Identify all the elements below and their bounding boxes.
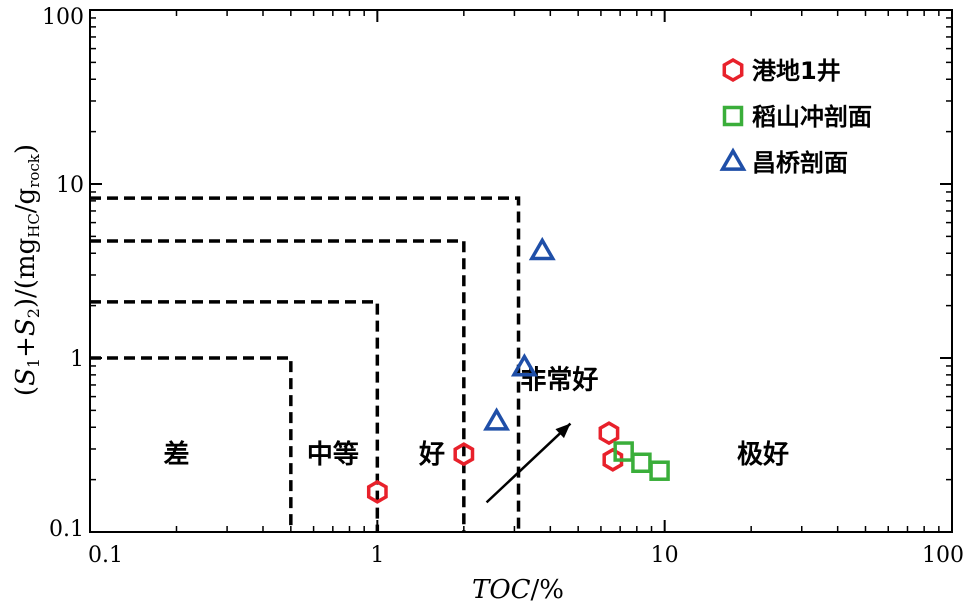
y-axis-title-end: ): [11, 144, 41, 154]
zone-label: 差: [163, 439, 189, 470]
y-axis-title-g: /g: [11, 188, 41, 213]
trend-arrow: [485, 422, 572, 504]
y-axis-title-plus: +: [11, 336, 41, 358]
boundary-line: [90, 300, 380, 532]
y-axis-title-s1: S: [11, 368, 41, 386]
x-tick-label: 0.1: [88, 543, 123, 568]
zone-label: 极好: [737, 440, 789, 470]
x-axis-title-unit: /%: [531, 575, 564, 605]
y-tick-label: 0.1: [49, 517, 84, 542]
zone-labels: 差中等好非常好极好: [163, 366, 789, 470]
data-point-triangle: [510, 353, 538, 377]
x-axis-title-italic: TOC: [472, 575, 531, 605]
y-axis-title-s2-sub: 2: [24, 308, 43, 318]
data-point-triangle: [483, 407, 511, 431]
data-point-square: [631, 452, 652, 474]
x-axis-title: TOC/%: [472, 575, 564, 605]
plot-frame: [89, 9, 953, 533]
x-tick-label: 1: [370, 543, 384, 568]
zone-label: 好: [418, 440, 445, 470]
classification-boundaries: [90, 196, 521, 532]
boundary-line: [90, 239, 466, 532]
arrow-shaft: [485, 422, 572, 504]
axis-ticks: 0.1 1 10 100 0.1 1 10 100: [42, 5, 964, 568]
data-point-hexagon: [602, 447, 624, 472]
boundary-line: [90, 196, 521, 532]
y-axis-title-mid: )/(mg: [11, 238, 41, 308]
y-tick-label: 10: [56, 173, 84, 198]
legend-label: 稻山冲剖面: [752, 103, 872, 131]
legend-label: 昌桥剖面: [752, 149, 848, 177]
y-axis-title-rock-sub: rock: [25, 153, 43, 188]
data-point-hexagon: [598, 421, 620, 446]
y-axis-title-open: (: [11, 386, 41, 396]
y-axis-title-hc-sub: HC: [25, 213, 43, 238]
data-point-hexagon: [366, 479, 388, 504]
data-point-square: [649, 460, 670, 481]
arrow-head: [555, 423, 571, 439]
y-tick-label: 1: [70, 347, 84, 372]
y-tick-label: 100: [42, 5, 84, 30]
legend-marker-triangle: [719, 147, 747, 171]
legend-marker-hexagon: [722, 57, 744, 83]
legend-marker-square: [722, 105, 744, 127]
data-points: [366, 236, 670, 504]
x-tick-label: 100: [922, 543, 964, 568]
y-axis-title-s1-sub: 1: [24, 358, 43, 368]
x-tick-label: 10: [651, 543, 679, 568]
legend-label: 港地1井: [752, 57, 841, 85]
data-point-square: [613, 441, 634, 462]
data-point-hexagon: [453, 442, 475, 467]
data-point-triangle: [528, 236, 556, 261]
y-axis-title: (S1+S2)/(mgHC/grock): [11, 144, 43, 396]
zone-label: 中等: [307, 439, 359, 470]
y-axis-title-s2: S: [11, 318, 41, 336]
boundary-line: [90, 356, 293, 532]
